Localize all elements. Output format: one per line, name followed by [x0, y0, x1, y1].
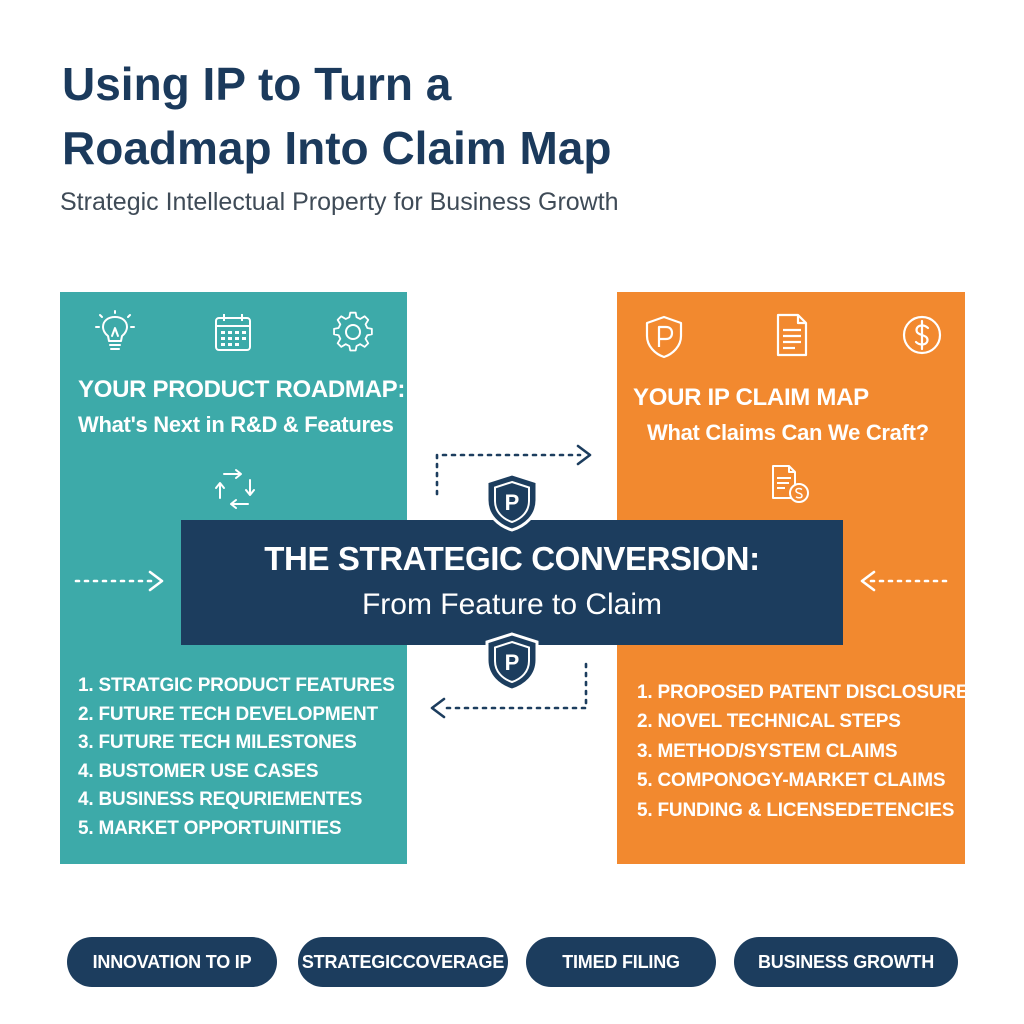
page-title: Using IP to Turn a Roadmap Into Claim Ma…	[62, 52, 962, 180]
page-title-line-2: Roadmap Into Claim Map	[62, 122, 612, 174]
pill-timed-filing: TIMED FILING	[526, 937, 716, 987]
page-subtitle: Strategic Intellectual Property for Busi…	[60, 188, 619, 216]
list-item: 5. FUNDING & LICENSEDETENCIES	[637, 799, 955, 821]
list-item: 4. BUSINESS REQURIEMENTES	[78, 789, 363, 811]
list-item: 5. MARKET OPPORTUINITIES	[78, 817, 342, 839]
calendar-icon	[210, 310, 256, 356]
patent-shield-icon: P	[483, 472, 541, 532]
patent-shield-icon: P	[483, 632, 541, 692]
list-item: 1. PROPOSED PATENT DISCLOSURE	[637, 682, 969, 703]
claim-map-title: YOUR IP CLAIM MAP	[633, 384, 869, 411]
shield-letter: P	[505, 490, 520, 515]
lightbulb-icon	[92, 310, 138, 356]
pill-innovation-to-ip: INNOVATION TO IP	[67, 937, 277, 987]
conversion-title: THE STRATEGIC CONVERSION:	[264, 540, 760, 577]
list-item: 3. FUTURE TECH MILESTONES	[78, 732, 357, 754]
roadmap-title: YOUR PRODUCT ROADMAP:	[78, 376, 406, 403]
roadmap-subtitle: What's Next in R&D & Features	[78, 412, 394, 437]
document-dollar-icon	[767, 464, 815, 504]
conversion-box: THE STRATEGIC CONVERSION: From Feature t…	[181, 520, 843, 645]
roadmap-list: 1. STRATGIC PRODUCT FEATURES 2. FUTURE T…	[78, 672, 395, 844]
claim-map-list: 1. PROPOSED PATENT DISCLOSURE 2. NOVEL T…	[637, 678, 969, 825]
pill-business-growth: BUSINESS GROWTH	[734, 937, 958, 987]
dollar-circle-icon	[899, 312, 945, 358]
list-item: 2. NOVEL TECHNICAL STEPS	[637, 711, 901, 733]
page-title-line-1: Using IP to Turn a	[62, 58, 452, 110]
list-item: 4. BUSTOMER USE CASES	[78, 760, 319, 782]
conversion-subtitle: From Feature to Claim	[361, 588, 663, 621]
list-item: 1. STRATGIC PRODUCT FEATURES	[78, 675, 395, 696]
patent-shield-icon	[641, 314, 687, 360]
list-item: 5. COMPONOGY-MARKET CLAIMS	[637, 770, 946, 792]
shield-letter: P	[505, 650, 520, 675]
gear-icon	[330, 310, 376, 356]
list-item: 3. METHOD/SYSTEM CLAIMS	[637, 740, 898, 762]
claim-map-subtitle: What Claims Can We Craft?	[647, 420, 929, 445]
list-item: 2. FUTURE TECH DEVELOPMENT	[78, 703, 378, 725]
pill-strategic-coverage: STRATEGICCOVERAGE	[298, 937, 508, 987]
document-icon	[769, 312, 815, 358]
cycle-arrows-icon	[210, 462, 262, 514]
